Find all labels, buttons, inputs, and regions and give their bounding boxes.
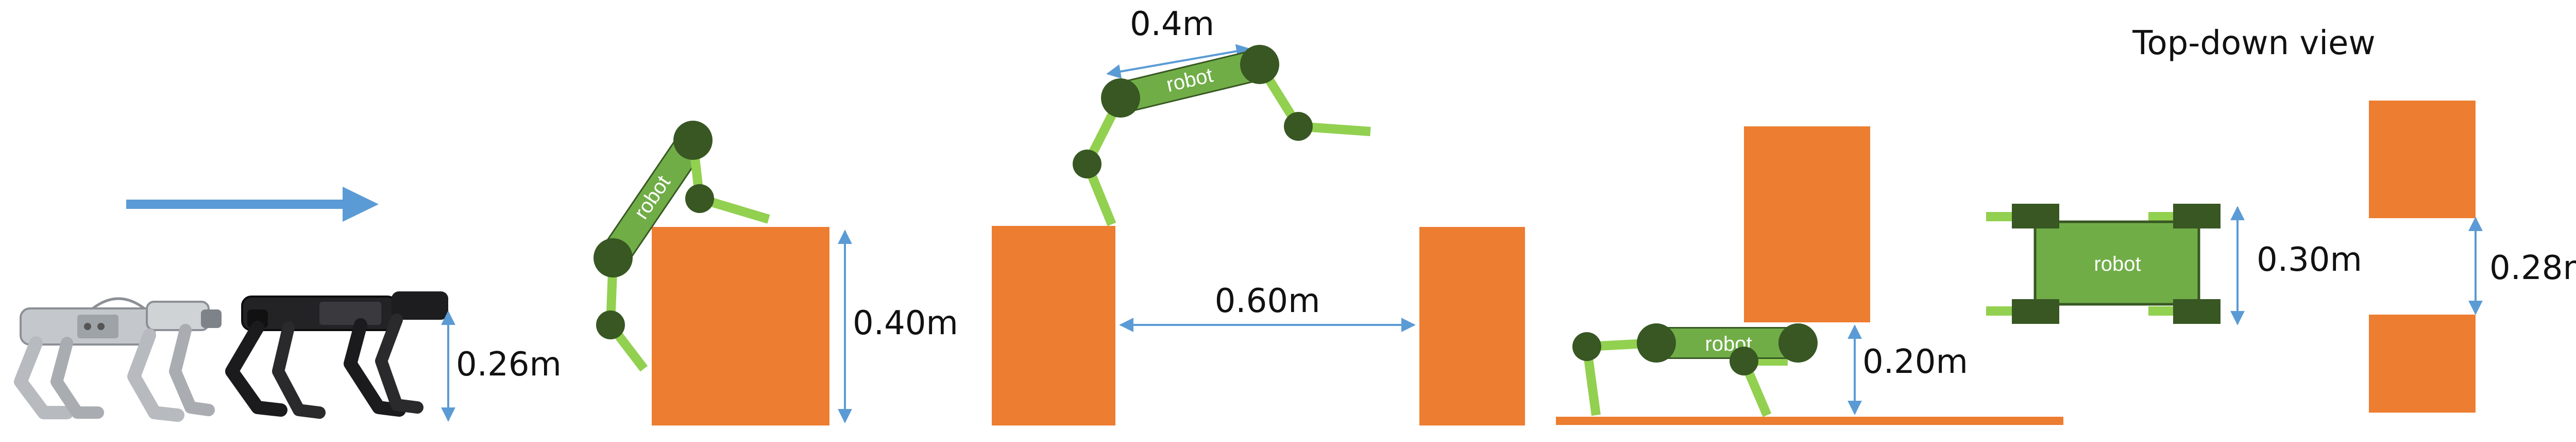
gap-robot: robot [1073,45,1371,226]
gap-left-box [992,226,1115,425]
passage-bottom-box [2369,315,2476,413]
passage-width-dimension: 0.28m [2468,217,2576,315]
crawl-clearance-dimension: 0.20m [1848,324,1968,415]
top-down-robot: robot [1986,204,2221,324]
gap-width-label: 0.60m [1215,282,1320,320]
quadruped-robot-photo [14,291,448,422]
climb-obstacle-box [652,227,829,425]
gap-width-dimension: 0.60m [1119,282,1416,332]
top-down-view-title: Top-down view [2132,24,2376,62]
robot-width-dimension: 0.30m [2230,206,2362,325]
crawl-clearance-label: 0.20m [1862,343,1968,381]
passage-top-box [2369,101,2476,218]
black-robot-image [225,291,448,419]
gap-right-box [1419,227,1525,425]
floor-bar [1556,417,2063,425]
body-length-label: 0.4m [1130,5,1214,43]
climbing-robot: robot [594,121,770,372]
crawling-robot: robot [1572,323,1818,417]
climb-height-label: 0.40m [853,304,958,342]
silver-robot-image [14,297,222,422]
robot-width-label: 0.30m [2257,241,2362,279]
motion-arrow-icon [126,187,379,222]
body-length-dimension: 0.4m [1106,5,1251,79]
climb-height-dimension: 0.40m [838,230,958,423]
top-down-robot-label: robot [2094,253,2141,275]
robot-height-dimension: 0.26m [441,310,562,422]
robot-height-label: 0.26m [456,346,562,384]
overhang-box [1744,126,1870,322]
passage-width-label: 0.28m [2489,249,2576,287]
